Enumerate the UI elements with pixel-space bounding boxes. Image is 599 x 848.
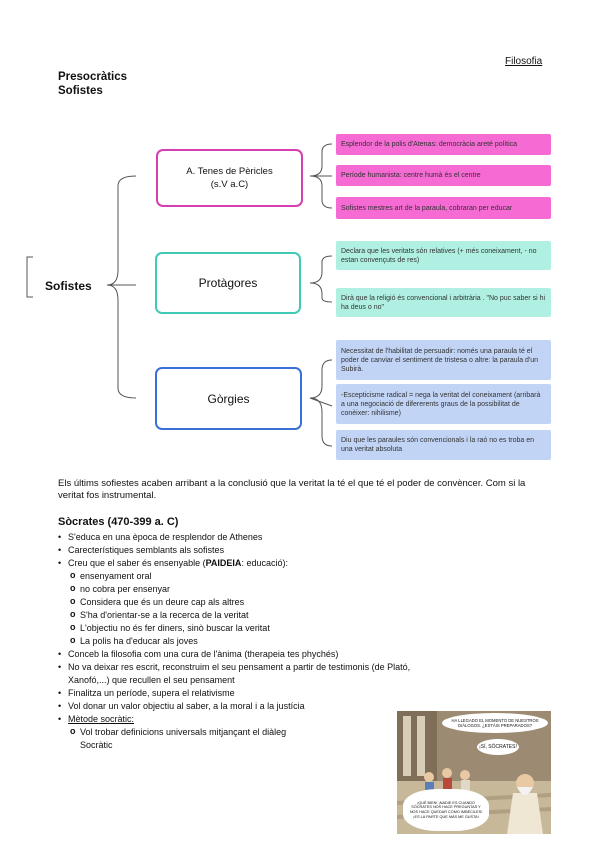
- list-item-continuation: Xanofó,...) que recullen el seu pensamen…: [68, 675, 235, 685]
- node-gorgies: Gòrgies: [155, 367, 302, 430]
- socrates-heading: Sòcrates (470-399 a. C): [58, 516, 179, 528]
- title-line-2: Sofistes: [58, 85, 103, 97]
- node-pericles-label: A. Tenes de Pèricles: [186, 166, 273, 177]
- method-label: Mètode socràtic:: [58, 713, 528, 726]
- leaf-gorgies-1: Necessitat de l'habilitat de persuadir: …: [336, 340, 551, 380]
- leaf-pericles-2: Període humanista: centre humà és el cen…: [336, 165, 551, 186]
- leaf-pericles-3: Sofistes mestres art de la paraula, cobr…: [336, 197, 551, 219]
- socrates-list: S'educa en una època de resplendor de At…: [58, 531, 528, 752]
- node-pericles-sublabel: (s.V a.C): [210, 179, 249, 190]
- list-item: S'educa en una època de resplendor de At…: [58, 531, 528, 544]
- node-gorgies-label: Gòrgies: [207, 391, 250, 406]
- node-pericles: A. Tenes de Pèricles (s.V a.C): [156, 149, 303, 207]
- sub-list-item-continuation: Socràtic: [80, 740, 113, 750]
- subject-label: Filosofia: [505, 56, 543, 67]
- list-item: Finalitza un període, supera el relativi…: [58, 687, 528, 700]
- page-title: Presocràtics Sofistes: [58, 70, 127, 98]
- speech-bubble-1: HA LLEGADO EL MOMENTO DE NUESTROS DIÁLOG…: [442, 713, 548, 733]
- leaf-gorgies-2: -Escepticisme radical = nega la veritat …: [336, 384, 551, 424]
- sub-list-item: L'objectiu no és fer diners, sinò buscar…: [58, 621, 528, 635]
- socrates-comic-image: HA LLEGADO EL MOMENTO DE NUESTROS DIÁLOG…: [397, 711, 551, 834]
- leaf-protagores-1: Declara que les veritats són relatives (…: [336, 241, 551, 270]
- speech-bubble-2: ¡SÍ, SÓCRATES!: [477, 739, 519, 755]
- list-item: Conceb la filosofia com una cura de l'àn…: [58, 648, 528, 661]
- leaf-protagores-2: Dirà que la religió és convencional i ar…: [336, 288, 551, 317]
- title-line-1: Presocràtics: [58, 71, 128, 83]
- sub-list-item: Vol trobar definicions universals mitjan…: [58, 725, 528, 739]
- sub-list-item: no cobra per ensenyar: [58, 582, 528, 596]
- list-item-paideia: Creu que el saber és ensenyable (PAIDEIA…: [58, 557, 528, 570]
- node-protagores: Protàgores: [155, 252, 301, 314]
- leaf-gorgies-3: Diu que les paraules són convencionals i…: [336, 430, 551, 460]
- sub-list-item: S'ha d'orientar-se a la recerca de la ve…: [58, 608, 528, 622]
- node-protagores-label: Protàgores: [198, 276, 258, 290]
- list-item: No va deixar res escrit, reconstruim el …: [58, 661, 528, 674]
- list-item: Vol donar un valor objectiu al saber, a …: [58, 700, 528, 713]
- speech-bubble-3: ¡QUÉ BIEN! ¡NADIE ES CUANDO SÓCRATES NOS…: [403, 789, 489, 831]
- sub-list-item: La polis ha d'educar als joves: [58, 634, 528, 648]
- mindmap-root: Sofistes: [45, 279, 92, 293]
- sub-list-item: Considera que és un deure cap als altres: [58, 595, 528, 609]
- list-item: Carecterístiques semblants als sofistes: [58, 544, 528, 557]
- leaf-pericles-1: Esplendor de la polis d'Atenas: democràc…: [336, 134, 551, 155]
- conclusion-paragraph: Els últims sofiestes acaben arribant a l…: [58, 478, 526, 501]
- sub-list-item: ensenyament oral: [58, 569, 528, 583]
